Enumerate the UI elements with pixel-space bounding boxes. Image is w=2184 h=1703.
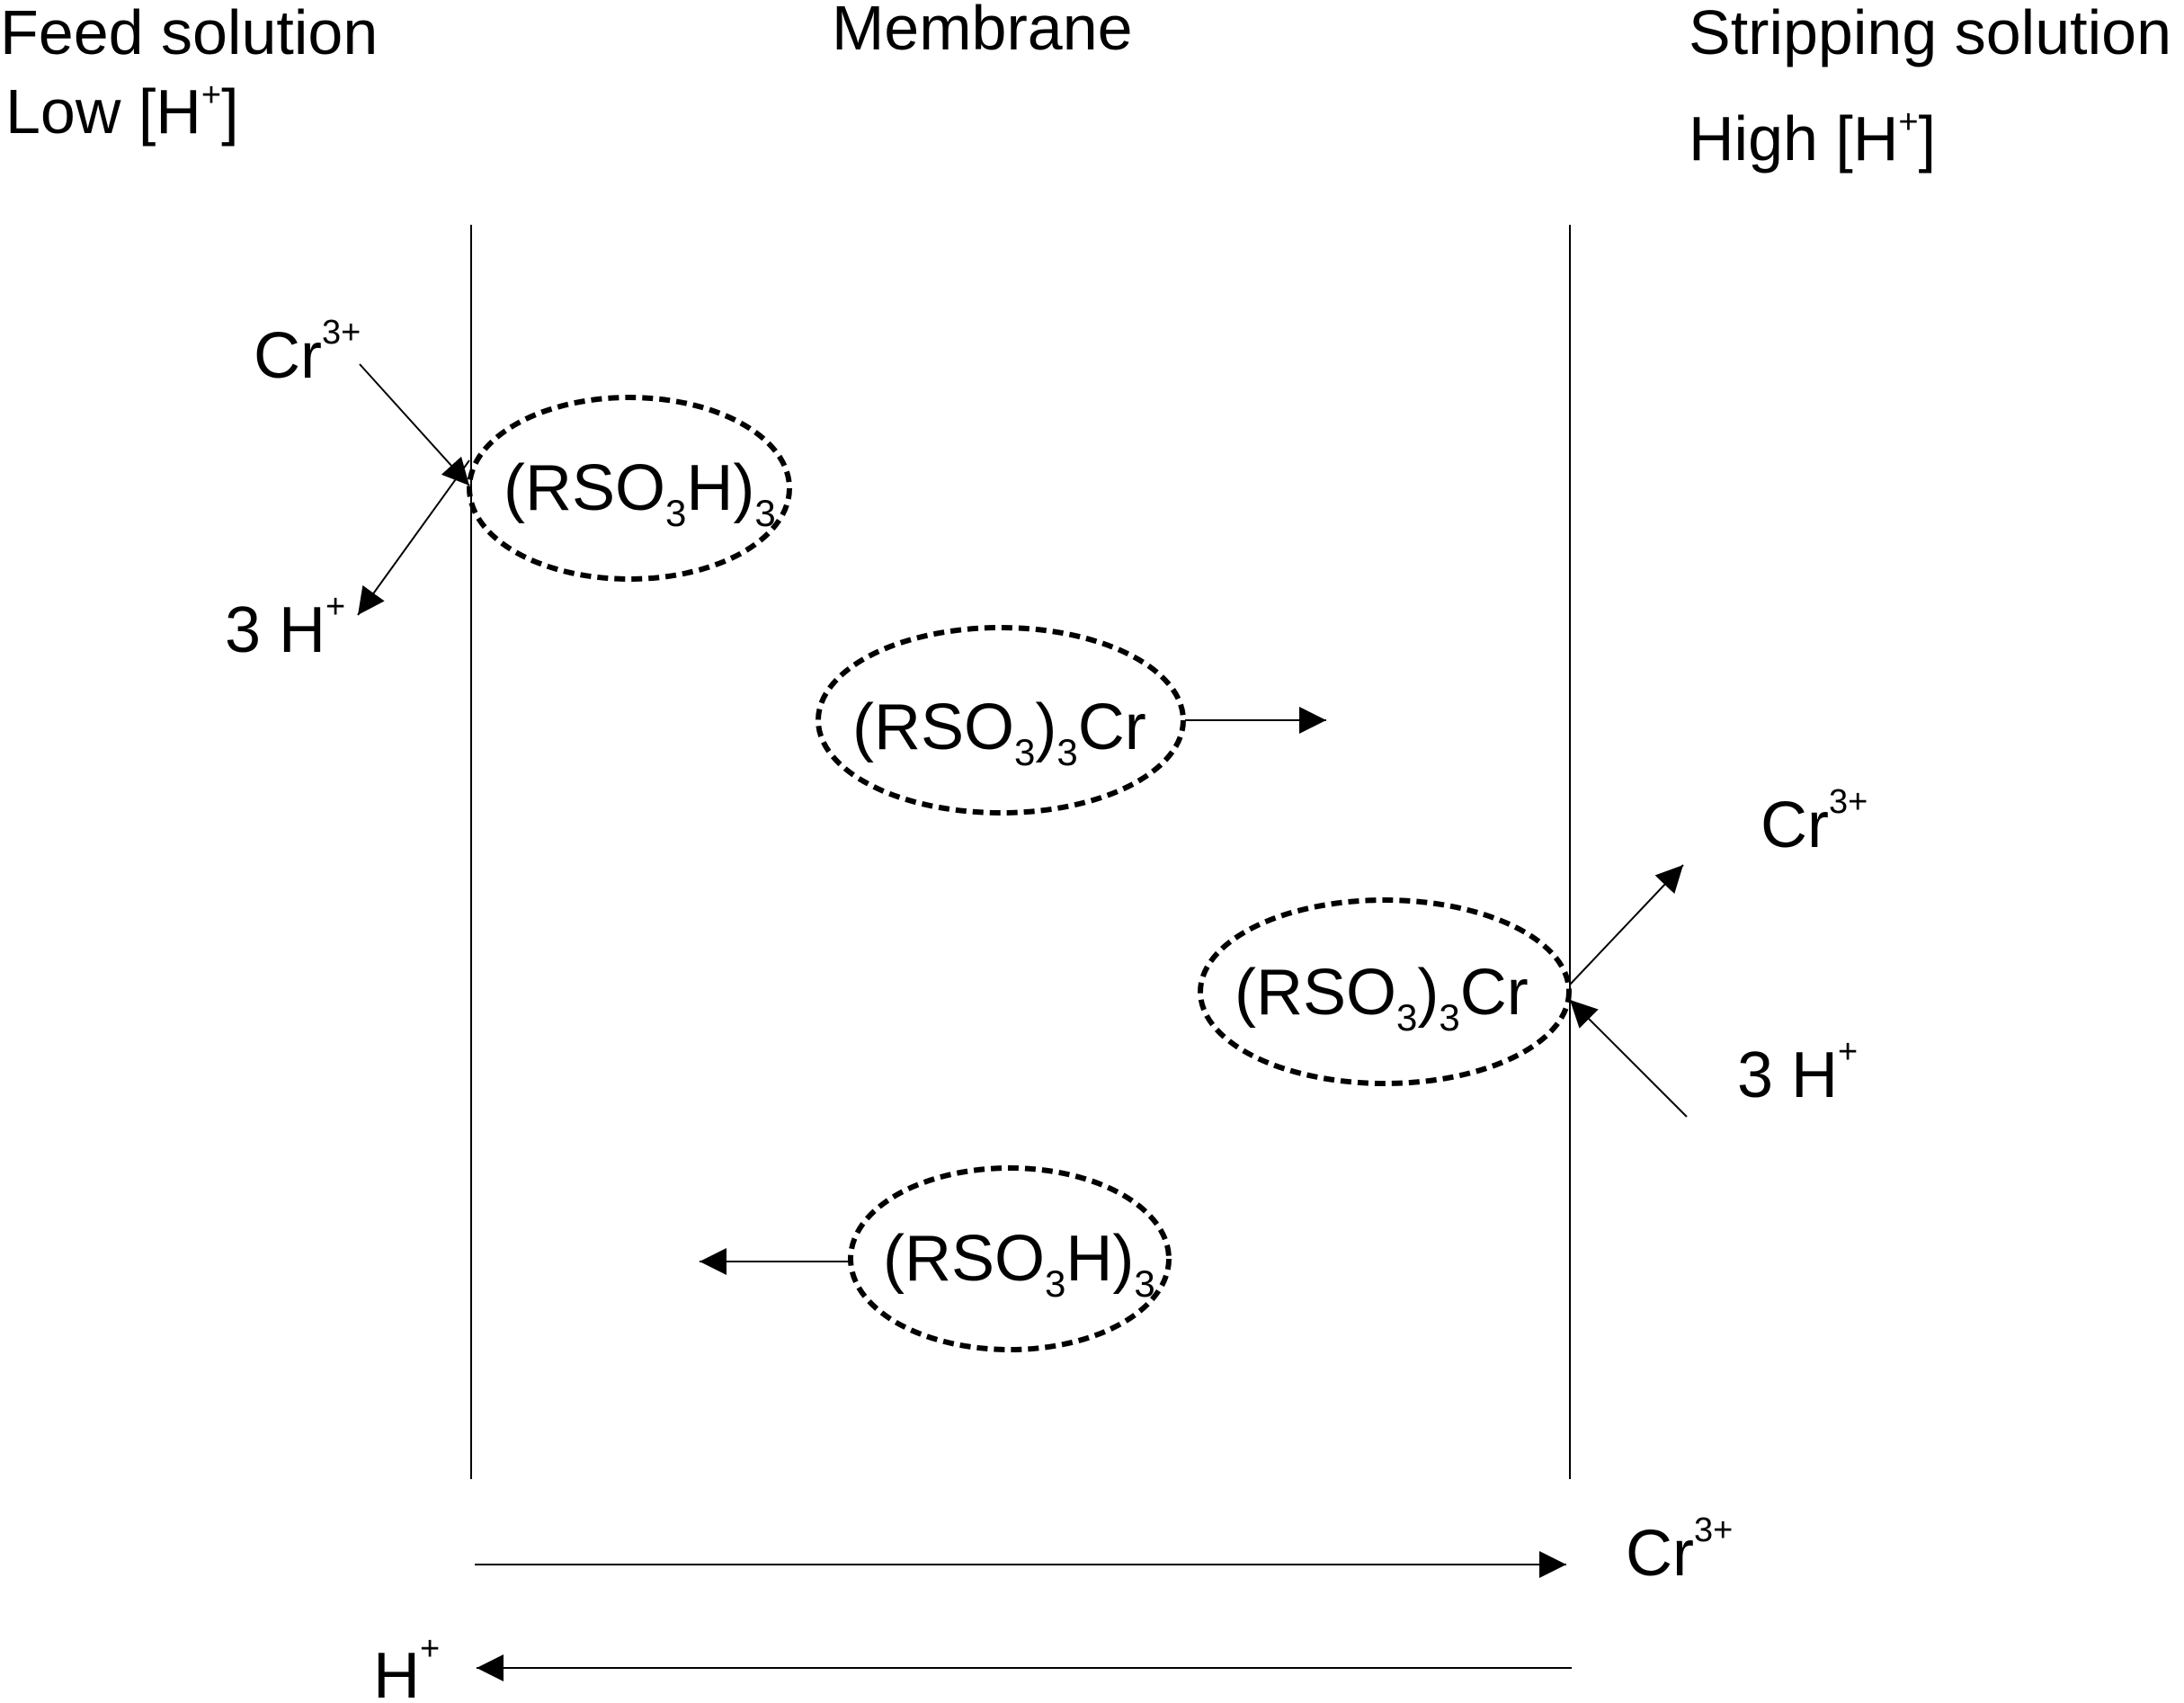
stripping-acidity-label: High [H+]: [1689, 103, 1936, 174]
feed-solution-title: Feed solution: [0, 0, 378, 67]
carrier-complex-forward-ellipse: [816, 625, 1186, 816]
carrier-acid-form-feed-label: (RSO3H)3: [504, 452, 776, 534]
h-release-arrow: [357, 459, 470, 616]
overall-cr-label: Cr3+: [1626, 1511, 1733, 1590]
carrier-complex-strip-ellipse: [1198, 897, 1572, 1086]
carrier-complex-strip-label: (RSO3)3Cr: [1235, 957, 1529, 1039]
carrier-complex-forward-label: (RSO3)3Cr: [852, 691, 1146, 773]
feed-acidity-label: Low [H+]: [5, 76, 239, 147]
carrier-acid-form-return-ellipse: [848, 1165, 1172, 1352]
feed-cr-ion-label: Cr3+: [254, 314, 361, 392]
h-uptake-arrow: [1569, 999, 1688, 1118]
carrier-acid-form-return-label: (RSO3H)3: [883, 1223, 1155, 1305]
strip-3h-label: 3 H+: [1737, 1033, 1858, 1111]
overall-h-label: H+: [373, 1630, 440, 1703]
stripping-solution-title: Stripping solution: [1689, 0, 2171, 67]
cr-uptake-arrow: [359, 363, 470, 486]
carrier-acid-form-feed-ellipse: [467, 395, 792, 582]
cr-release-arrow: [1569, 864, 1684, 985]
feed-3h-label: 3 H+: [225, 588, 345, 666]
strip-cr-ion-label: Cr3+: [1761, 783, 1868, 861]
membrane-title: Membrane: [832, 0, 1133, 63]
